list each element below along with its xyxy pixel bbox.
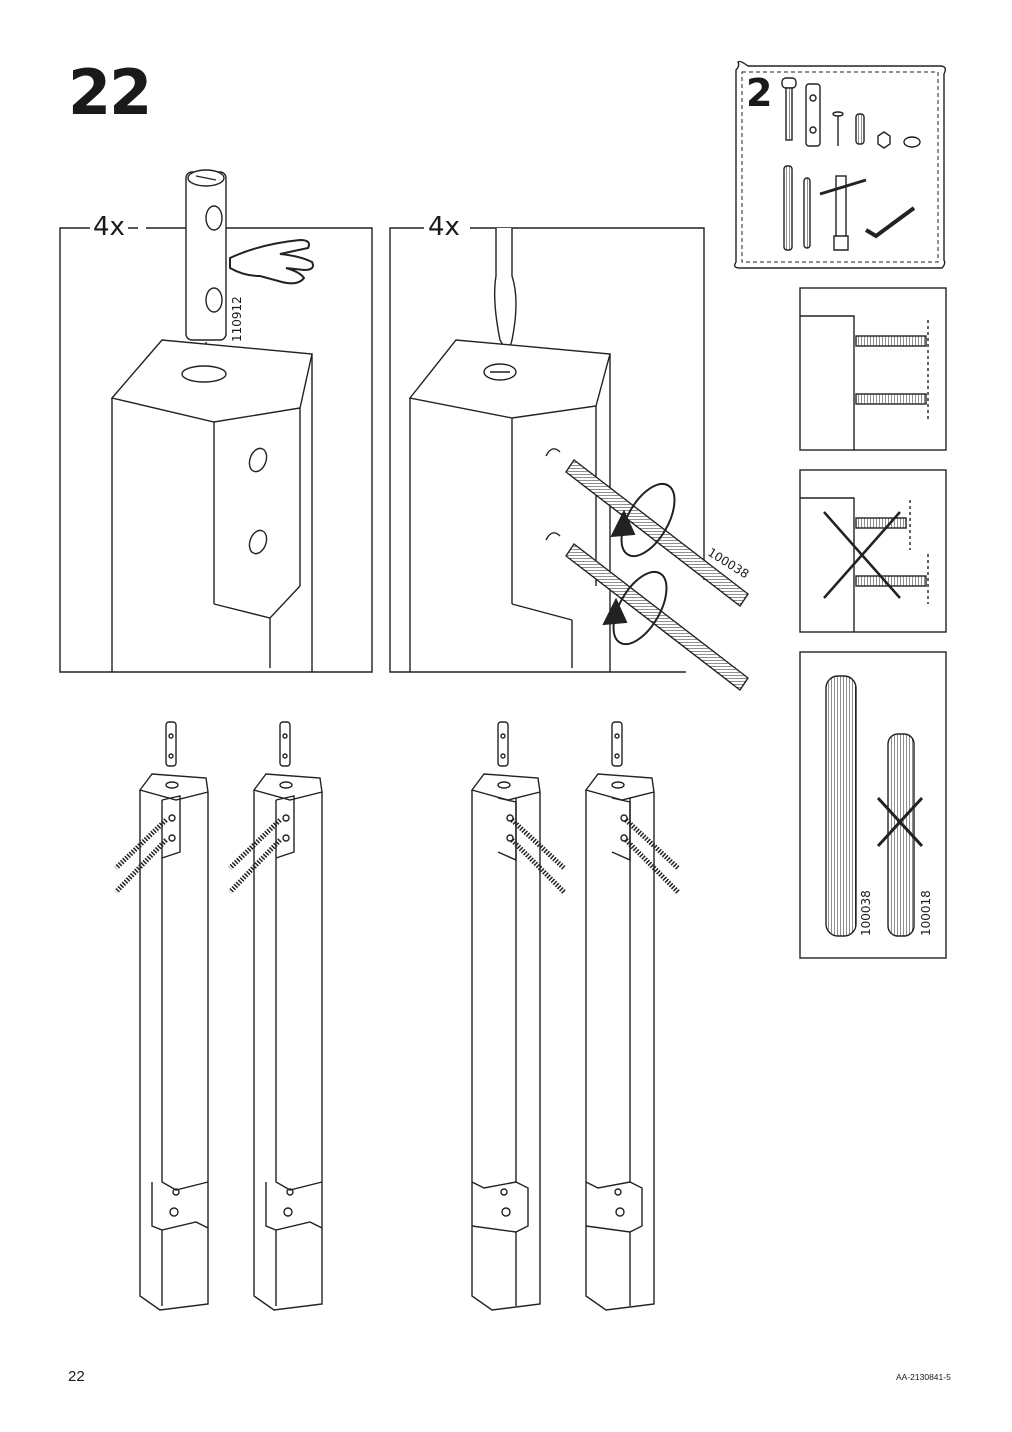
cross-mark-icon	[876, 796, 924, 848]
parts-kit-box	[733, 60, 947, 269]
kit-nut-icon	[877, 131, 891, 149]
kit-count: 2	[746, 71, 773, 115]
document-code: AA-2130841-5	[896, 1372, 951, 1382]
leg-1	[114, 721, 209, 1311]
check-rod-comparison	[799, 651, 947, 959]
kit-barrel-nut-icon	[805, 83, 821, 147]
cross-mark-icon	[823, 511, 901, 599]
kit-cam-bolt-icon	[781, 77, 797, 141]
pointing-hand-icon	[229, 238, 314, 285]
panel-insert-cam-bolt	[59, 169, 373, 673]
check-correct-depth	[799, 287, 947, 451]
kit-washer-icon	[903, 136, 921, 148]
check-wrong-depth	[799, 469, 947, 633]
kit-dowel-icon	[855, 113, 865, 145]
step-number: 22	[68, 56, 152, 129]
leg-2	[228, 721, 323, 1311]
part-label-bolt: 110912	[230, 296, 244, 342]
screwdriver-icon	[493, 228, 517, 356]
kit-screw-icon	[832, 111, 844, 146]
rotate-arrow-icon	[602, 482, 676, 646]
page-number: 22	[68, 1368, 85, 1385]
allen-key-icon	[864, 206, 916, 239]
threaded-rod-upper	[565, 458, 749, 608]
panel-insert-threaded-rods	[389, 227, 749, 692]
part-label-rod-alt: 100018	[919, 890, 933, 936]
quantity-label-right: 4x	[425, 214, 463, 240]
leg-3	[470, 721, 566, 1311]
legs-overview	[114, 721, 680, 1311]
socket-wrench-icon	[819, 175, 867, 251]
quantity-label-left: 4x	[90, 214, 128, 240]
kit-threaded-rod-short-icon	[803, 177, 811, 249]
part-label-rod-b: 100038	[859, 890, 873, 936]
leg-4	[584, 721, 680, 1311]
kit-threaded-rod-long-icon	[783, 165, 793, 251]
